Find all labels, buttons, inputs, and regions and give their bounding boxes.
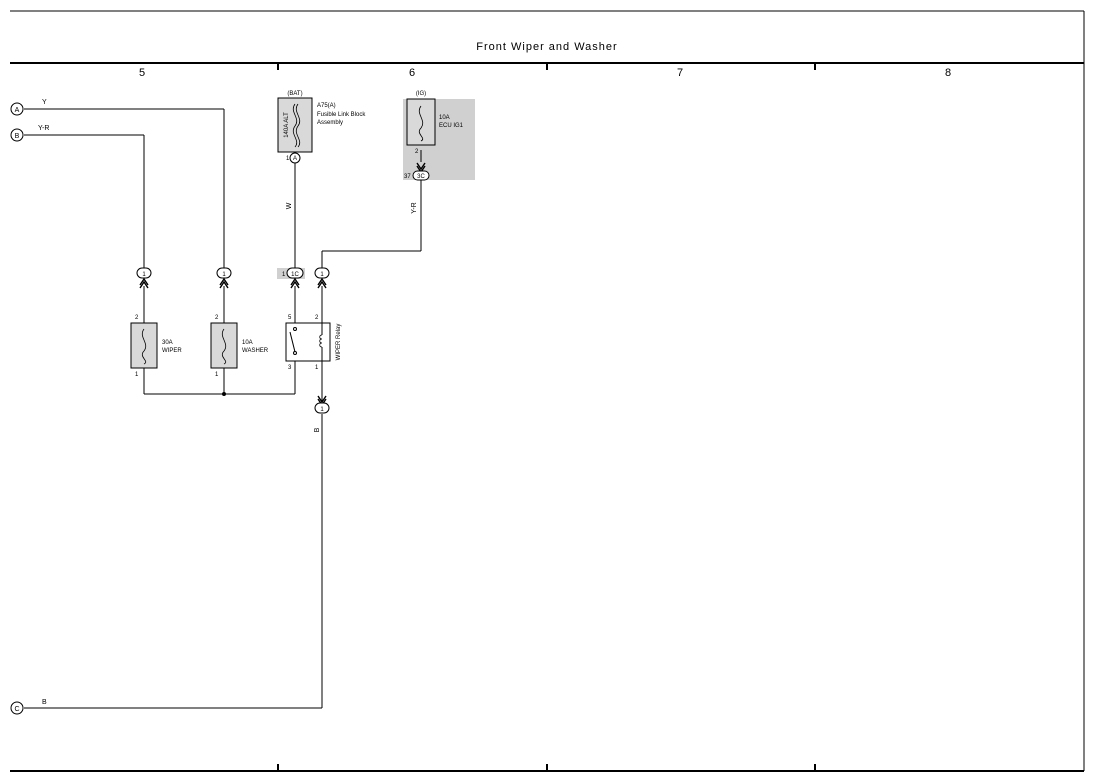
- ecu-fuse-name: ECU IG1: [439, 123, 464, 129]
- relay-pin-2: 2: [315, 315, 319, 321]
- wiper-relay: 5 2 WIPER Relay 3 1 1: [285, 315, 342, 414]
- fuse-washer-pin-bot: 1: [215, 372, 219, 378]
- ecu-fuse-rating: 10A: [439, 115, 450, 121]
- bat-label: (BAT): [287, 91, 302, 97]
- fuse-washer-name: WASHER: [242, 348, 269, 354]
- fusible-link-desc1: Fusible Link Block: [317, 112, 366, 118]
- column-label-8: 8: [945, 67, 951, 79]
- relay-out-conn: 1: [320, 407, 324, 413]
- connector-a-label: A: [15, 107, 20, 114]
- connector-b: B: [10, 128, 24, 142]
- fuse-wiper: 2 30A WIPER 1: [130, 315, 182, 378]
- wire-color-b-down: B: [314, 427, 321, 432]
- fuse-wiper-pin-bot: 1: [135, 372, 139, 378]
- relay-pin-3: 3: [288, 365, 292, 371]
- wire-color-yr: Y-R: [38, 125, 49, 132]
- fusible-link-desc2: Assembly: [317, 120, 343, 126]
- relay-switch-contact: [289, 331, 296, 353]
- conn-yr-label: 1: [320, 272, 324, 278]
- ecu-fuse-conn: 3C: [417, 174, 425, 180]
- fuse-icon-washer: [221, 328, 227, 365]
- fuse-washer-pin-top: 2: [215, 315, 219, 321]
- junction-connectors: 1 1 1 1C 1: [136, 267, 330, 289]
- connector-a: A: [10, 102, 24, 116]
- wire-color-b-bottom: B: [42, 699, 47, 706]
- fuse-washer: 2 10A WASHER 1: [210, 315, 269, 378]
- fusible-link-rating: 140A ALT: [284, 112, 290, 138]
- relay-name: WIPER Relay: [336, 324, 342, 361]
- connector-b-label: B: [15, 133, 20, 140]
- fuse-icon-ecu: [418, 105, 424, 142]
- fuse-icon-wiper: [141, 328, 147, 365]
- conn-w-pin: 1: [282, 272, 286, 278]
- wire-color-w: W: [286, 202, 293, 209]
- arrow-up-icon: [219, 277, 229, 289]
- fusible-link-conn: A: [293, 156, 297, 162]
- relay-coil-icon: [319, 334, 323, 348]
- arrow-up-icon: [139, 277, 149, 289]
- arrow-up-icon: [317, 277, 327, 289]
- conn-washer-label: 1: [222, 272, 226, 278]
- fuse-wiper-pin-top: 2: [135, 315, 139, 321]
- connector-c-label: C: [14, 706, 19, 713]
- page-title: Front Wiper and Washer: [476, 41, 617, 53]
- column-label-7: 7: [677, 67, 683, 79]
- ecu-fuse-pin-top: 2: [415, 149, 419, 155]
- ecu-ig1-fuse: (IG) 10A ECU IG1 2 37 3C: [404, 91, 464, 181]
- fuse-wiper-rating: 30A: [162, 340, 173, 346]
- wires: [24, 108, 422, 709]
- fusible-link-pin: 1: [286, 156, 290, 162]
- relay-pin-1: 1: [315, 365, 319, 371]
- column-label-6: 6: [409, 67, 415, 79]
- splice-junction: [222, 392, 226, 396]
- ecu-fuse-pin-conn: 37: [404, 174, 411, 180]
- conn-w-label: 1C: [291, 272, 299, 278]
- fusible-link-icon: [292, 103, 301, 148]
- frame: [10, 10, 1085, 772]
- connector-c: C: [10, 701, 24, 715]
- fusible-link-block: (BAT) 140A ALT A75(A) Fusible Link Block…: [277, 91, 366, 164]
- fuse-washer-rating: 10A: [242, 340, 253, 346]
- wire-color-y: Y: [42, 99, 47, 106]
- fuse-wiper-name: WIPER: [162, 348, 182, 354]
- column-label-5: 5: [139, 67, 145, 79]
- conn-wiper-label: 1: [142, 272, 146, 278]
- arrow-up-icon: [290, 277, 300, 289]
- relay-pin-5: 5: [288, 315, 292, 321]
- fusible-link-part: A75(A): [317, 103, 336, 109]
- wire-color-yr-ecu: Y-R: [411, 202, 418, 213]
- ig-label: (IG): [416, 91, 426, 97]
